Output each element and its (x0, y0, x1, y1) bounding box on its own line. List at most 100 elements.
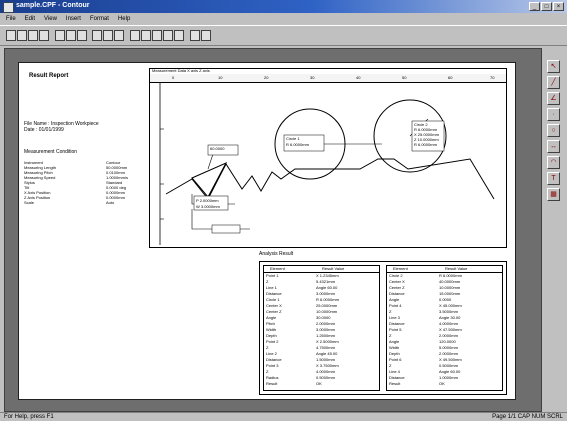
grid-icon[interactable] (163, 30, 173, 41)
circle2-value: Z 10.0000mm (414, 137, 439, 142)
x-tick-label: 10 (218, 75, 223, 80)
paste-icon[interactable] (77, 30, 87, 41)
zoom-out-icon[interactable] (141, 30, 151, 41)
table-tool-icon[interactable]: ▦ (547, 188, 560, 201)
report-info-line: Date : 01/01/1999 (24, 127, 64, 133)
dimension-label-box (211, 224, 241, 234)
condition-label: Measuring Length (24, 165, 57, 170)
window-title: sample.CPF - Contour (16, 2, 90, 9)
table-icon[interactable] (174, 30, 184, 41)
select-tool-icon[interactable]: ↖ (547, 60, 560, 73)
dimension-label-box (207, 144, 239, 156)
report-icon[interactable] (190, 30, 200, 41)
print-icon[interactable] (39, 30, 49, 41)
zoom-in-icon[interactable] (130, 30, 140, 41)
distance-tool-icon[interactable]: ↔ (547, 140, 560, 153)
report-heading: Result Report (29, 73, 69, 79)
menu-format[interactable]: Format (89, 16, 109, 22)
table-header-row: Element Result Value (387, 266, 502, 273)
new-icon[interactable] (6, 30, 16, 41)
open-icon[interactable] (17, 30, 27, 41)
menu-file[interactable]: File (6, 16, 16, 22)
arc-tool-icon[interactable] (103, 30, 113, 41)
dimension-label-box (193, 195, 229, 211)
point-tool-icon[interactable]: · (547, 108, 560, 121)
conditions-title: Measurement Condition (24, 149, 78, 155)
menu-edit[interactable]: Edit (24, 16, 36, 22)
condition-value: Standard (106, 180, 123, 185)
copy-icon[interactable] (66, 30, 76, 41)
column-header: Result Value (322, 266, 345, 271)
table-header-row: Element Result Value (264, 266, 379, 273)
thread-pitch-label: P 2.0000mm (196, 198, 219, 203)
condition-label: Z Axis Position (24, 195, 51, 200)
condition-label: X Axis Position (24, 190, 51, 195)
circle1-label: Circle 1 (286, 136, 300, 141)
menu-insert[interactable]: Insert (65, 16, 81, 22)
condition-value: Contour (106, 160, 121, 165)
status-indicators: Page 1/1 CAP NUM SCRL (492, 414, 563, 420)
circle-label-box (411, 120, 445, 152)
maximize-button[interactable]: □ (541, 2, 552, 11)
app-icon (3, 2, 14, 13)
condition-label: Stylus (24, 180, 35, 185)
condition-value: 0.0000mm (106, 190, 125, 195)
condition-value: 0.0000 deg (106, 185, 127, 190)
graph-header: Measurement Data X axis Z axis (152, 68, 210, 73)
contour-graph: Measurement Data X axis Z axis 0 10 20 3… (149, 68, 507, 248)
angle-tool-icon[interactable]: ∠ (547, 92, 560, 105)
report-info-line: File Name : Inspection Workpiece (24, 121, 99, 127)
circle-tool-icon[interactable]: ○ (547, 124, 560, 137)
column-header: Element (393, 266, 408, 271)
fit-icon[interactable] (152, 30, 162, 41)
circle-tool-icon[interactable] (114, 30, 124, 41)
help-icon[interactable] (201, 30, 211, 41)
toolbar (0, 25, 567, 46)
minimize-button[interactable]: _ (529, 2, 540, 11)
column-header: Result Value (445, 266, 468, 271)
menu-help[interactable]: Help (117, 16, 131, 22)
fitted-circle-2 (373, 99, 447, 173)
save-icon[interactable] (28, 30, 38, 41)
circle2-value: X 25.0000mm (414, 132, 439, 137)
line-tool-icon[interactable]: ╱ (547, 76, 560, 89)
x-tick-label: 30 (310, 75, 315, 80)
status-bar: For Help, press F1 Page 1/1 CAP NUM SCRL (0, 412, 567, 421)
line-tool-icon[interactable] (92, 30, 102, 41)
text-tool-icon[interactable]: T (547, 172, 560, 185)
thread-width-label: W 3.0000mm (196, 204, 220, 209)
circle2-value: R 6.0000mm (414, 127, 437, 132)
condition-value: 1.0000mm/s (106, 175, 129, 180)
report-page: Result Report File Name : Inspection Wor… (18, 62, 516, 400)
status-help-text: For Help, press F1 (4, 414, 54, 420)
x-tick-label: 70 (490, 75, 495, 80)
condition-value: Auto (106, 200, 115, 205)
menu-view[interactable]: View (44, 16, 57, 22)
condition-label: Measuring Speed (24, 175, 56, 180)
cut-icon[interactable] (55, 30, 65, 41)
analysis-title: Analysis Result (259, 251, 294, 257)
close-button[interactable]: × (553, 2, 564, 11)
circle2-value: R 6.0000mm (414, 142, 437, 147)
arc-tool-icon[interactable]: ◠ (547, 156, 560, 169)
